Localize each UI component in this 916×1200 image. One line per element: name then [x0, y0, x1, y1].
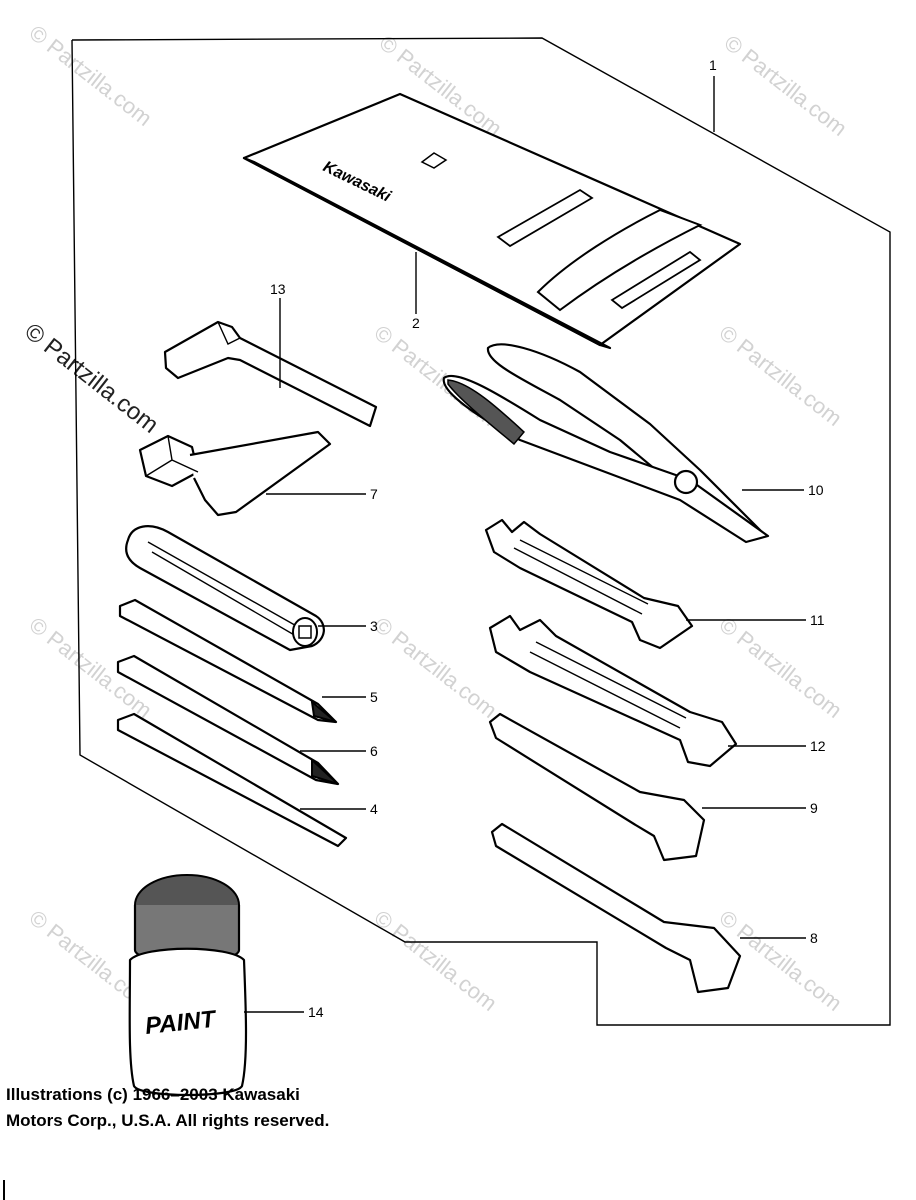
hex-key — [163, 320, 378, 428]
box-wrench-handle — [138, 430, 332, 517]
copyright-line-1: Illustrations (c) 1966–2003 Kawasaki — [6, 1085, 300, 1104]
screwdriver-bit-phillips — [118, 598, 338, 724]
callout-7: 7 — [370, 486, 378, 502]
single-wrench-medium — [488, 712, 706, 862]
screwdriver-bit-flat — [116, 712, 348, 848]
callout-12: 12 — [810, 738, 826, 754]
single-wrench-large — [490, 822, 742, 994]
kit-boundary — [71, 37, 891, 1026]
callout-2: 2 — [412, 315, 420, 331]
callout-11: 11 — [810, 612, 825, 628]
copyright-line-2: Motors Corp., U.S.A. All rights reserved… — [6, 1111, 330, 1130]
screwdriver-handle — [125, 525, 325, 652]
callout-9: 9 — [810, 800, 818, 816]
callout-5: 5 — [370, 689, 378, 705]
callout-10: 10 — [808, 482, 824, 498]
tool-bag: Kawasaki — [242, 92, 742, 350]
callout-4: 4 — [370, 801, 378, 817]
leader-lines — [244, 76, 806, 1013]
pliers — [442, 343, 770, 544]
callout-14: 14 — [308, 1004, 324, 1020]
callout-13: 13 — [270, 281, 286, 297]
touch-up-paint-bottle: PAINT — [128, 874, 248, 1097]
callout-3: 3 — [370, 618, 378, 634]
callout-1: 1 — [709, 57, 717, 73]
callout-numbers: 1 2 13 7 10 3 11 5 12 6 4 9 8 14 — [270, 57, 826, 1020]
open-end-wrench-small — [484, 518, 694, 650]
screwdriver-bit-phillips-large — [116, 654, 340, 786]
open-end-wrench-large — [488, 614, 738, 768]
callout-6: 6 — [370, 743, 378, 759]
callout-8: 8 — [810, 930, 818, 946]
copyright-notice: Illustrations (c) 1966–2003 Kawasaki Mot… — [6, 1082, 329, 1134]
